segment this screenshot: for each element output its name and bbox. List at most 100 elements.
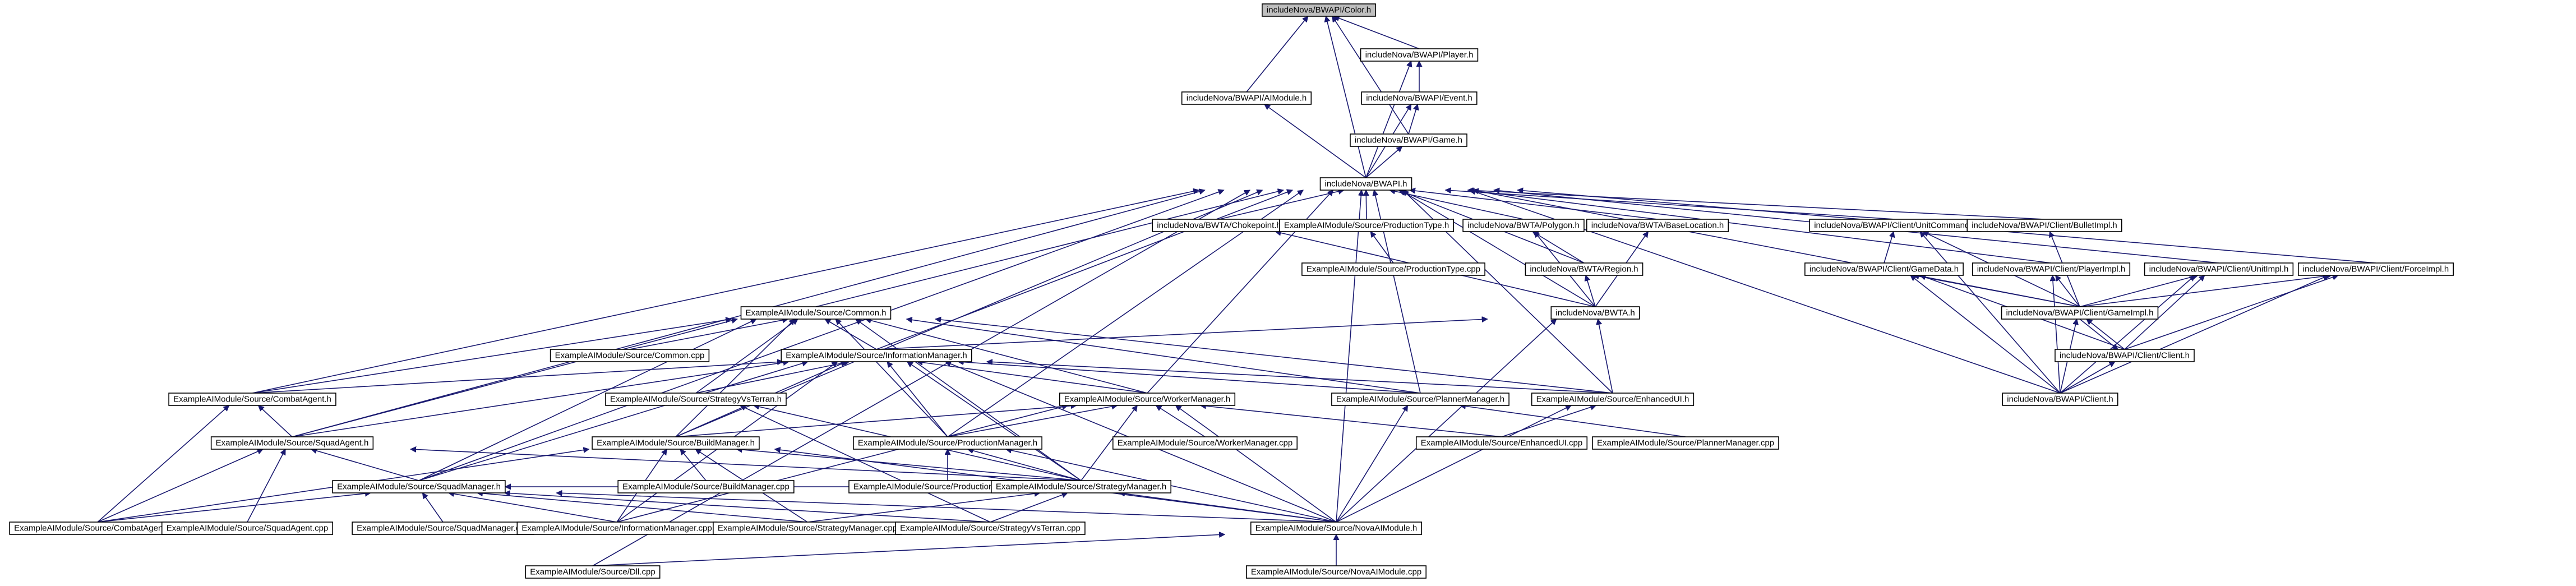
dependency-edge-prodtypecpp-to-prodtype — [1370, 232, 1394, 264]
node-label: includeNova/BWAPI/Client/ForceImpl.h — [2303, 265, 2449, 274]
graph-node-strategymgr[interactable]: ExampleAIModule/Source/StrategyManager.h — [991, 480, 1171, 493]
graph-node-workermgrcpp[interactable]: ExampleAIModule/Source/WorkerManager.cpp — [1112, 436, 1298, 450]
dependency-edge-prodmgr-to-workermgr — [947, 405, 1118, 437]
graph-node-strategyvstcpp[interactable]: ExampleAIModule/Source/StrategyVsTerran.… — [895, 522, 1086, 535]
graph-node-region[interactable]: includeNova/BWTA/Region.h — [1525, 262, 1644, 276]
dependency-edge-novaai-to-bwta — [1336, 319, 1557, 523]
graph-node-infomgr[interactable]: ExampleAIModule/Source/InformationManage… — [781, 349, 972, 362]
graph-node-bulletimpl[interactable]: includeNova/BWAPI/Client/BulletImpl.h — [1966, 219, 2122, 232]
node-label: ExampleAIModule/Source/Common.h — [746, 308, 887, 318]
dependency-edge-clientclient-to-unitimpl — [2124, 275, 2205, 350]
graph-node-chokepoint[interactable]: includeNova/BWTA/Chokepoint.h — [1152, 219, 1286, 232]
graph-node-workermgr[interactable]: ExampleAIModule/Source/WorkerManager.h — [1059, 393, 1236, 406]
node-label: ExampleAIModule/Source/PlannerManager.h — [1336, 395, 1504, 404]
node-box — [525, 565, 661, 579]
dependency-edge-buildmgr-to-workermgr — [675, 405, 1077, 437]
node-box — [991, 480, 1171, 493]
node-layer: includeNova/BWAPI/Color.h includeNova/BWA… — [9, 3, 2454, 579]
graph-node-polygon[interactable]: includeNova/BWTA/Polygon.h — [1462, 219, 1585, 232]
node-label: includeNova/BWAPI/Client/UnitImpl.h — [2149, 265, 2289, 274]
graph-node-event[interactable]: includeNova/BWAPI/Event.h — [1361, 91, 1478, 105]
graph-node-squadagent[interactable]: ExampleAIModule/Source/SquadAgent.h — [210, 436, 374, 450]
dependency-edge-bwta-to-bwapi — [1400, 190, 1596, 307]
graph-node-unitimpl[interactable]: includeNova/BWAPI/Client/UnitImpl.h — [2144, 262, 2294, 276]
dependency-edge-bwapiclient-to-gamedata — [1910, 275, 2061, 394]
graph-node-bwapi[interactable]: includeNova/BWAPI.h — [1319, 177, 1412, 191]
dependency-edge-bwapiclient-to-unitimpl — [2060, 275, 2195, 394]
graph-node-color[interactable]: includeNova/BWAPI/Color.h — [1262, 3, 1376, 17]
graph-node-enhanceduicpp[interactable]: ExampleAIModule/Source/EnhancedUI.cpp — [1415, 436, 1588, 450]
graph-node-squadmgr[interactable]: ExampleAIModule/Source/SquadManager.h — [332, 480, 506, 493]
node-box — [895, 522, 1086, 535]
graph-node-prodtype[interactable]: ExampleAIModule/Source/ProductionType.h — [1279, 219, 1454, 232]
edge-layer — [97, 16, 2376, 566]
graph-node-prodtypecpp[interactable]: ExampleAIModule/Source/ProductionType.cp… — [1301, 262, 1485, 276]
graph-node-dllcpp[interactable]: ExampleAIModule/Source/Dll.cpp — [525, 565, 661, 579]
graph-node-commoncpp[interactable]: ExampleAIModule/Source/Common.cpp — [550, 349, 710, 362]
node-label: ExampleAIModule/Source/StrategyManager.c… — [718, 524, 897, 533]
graph-node-game[interactable]: includeNova/BWAPI/Game.h — [1350, 133, 1467, 147]
graph-node-gamedata[interactable]: includeNova/BWAPI/Client/GameData.h — [1804, 262, 1964, 276]
graph-node-gameimpl[interactable]: includeNova/BWAPI/Client/GameImpl.h — [2001, 306, 2159, 320]
dependency-edge-playerimpl-to-bwapi — [1469, 190, 2052, 264]
dependency-edge-novaai-to-enhancedui — [1336, 405, 1571, 523]
dependency-edge-plannermgrcpp-to-plannermgr — [1460, 405, 1686, 437]
graph-node-bwapiclient[interactable]: includeNova/BWAPI/Client.h — [2002, 393, 2118, 406]
node-label: ExampleAIModule/Source/StrategyVsTerran.… — [900, 524, 1081, 533]
graph-node-common[interactable]: ExampleAIModule/Source/Common.h — [740, 306, 892, 320]
graph-node-combatagentcpp[interactable]: ExampleAIModule/Source/CombatAgent.cpp — [9, 522, 186, 535]
graph-node-squadmgrcpp[interactable]: ExampleAIModule/Source/SquadManager.cpp — [352, 522, 534, 535]
dependency-edge-combatagentcpp-to-squadmgr — [97, 493, 371, 523]
node-box — [1361, 91, 1478, 105]
graph-node-infomgrcpp[interactable]: ExampleAIModule/Source/InformationManage… — [516, 522, 717, 535]
graph-node-playerimpl[interactable]: includeNova/BWAPI/Client/PlayerImpl.h — [1972, 262, 2131, 276]
dependency-edge-squadmgr-to-squadagent — [311, 449, 419, 481]
dependency-edge-squadmgr-to-infomgr — [418, 362, 808, 481]
graph-node-bwta[interactable]: includeNova/BWTA.h — [1550, 306, 1640, 320]
dependency-edge-enhancedui-to-common — [935, 319, 1613, 394]
node-label: ExampleAIModule/Source/ProductionManager… — [858, 439, 1037, 448]
graph-node-unitcmd[interactable]: includeNova/BWAPI/Client/UnitCommand.h — [1809, 219, 1982, 232]
graph-node-plannermgrcpp[interactable]: ExampleAIModule/Source/PlannerManager.cp… — [1592, 436, 1779, 450]
dependency-edge-unitcmd-to-bwapi — [1446, 190, 1896, 220]
node-label: ExampleAIModule/Source/WorkerManager.cpp — [1118, 439, 1292, 448]
graph-node-enhancedui[interactable]: ExampleAIModule/Source/EnhancedUI.h — [1531, 393, 1695, 406]
node-box — [1350, 133, 1467, 147]
node-box — [1250, 522, 1423, 535]
graph-node-combatagent[interactable]: ExampleAIModule/Source/CombatAgent.h — [168, 393, 336, 406]
dependency-edge-gameimpl-to-playerimpl — [2056, 275, 2080, 307]
graph-node-novaai[interactable]: ExampleAIModule/Source/NovaAIModule.h — [1250, 522, 1423, 535]
graph-node-player[interactable]: includeNova/BWAPI/Player.h — [1360, 48, 1479, 62]
graph-node-buildmgr[interactable]: ExampleAIModule/Source/BuildManager.h — [592, 436, 760, 450]
graph-node-forceimpl[interactable]: includeNova/BWAPI/Client/ForceImpl.h — [2298, 262, 2454, 276]
graph-node-prodmgr[interactable]: ExampleAIModule/Source/ProductionManager… — [853, 436, 1042, 450]
dependency-edge-strategymgr-to-infomgr — [907, 361, 1082, 481]
node-box — [853, 436, 1042, 450]
graph-node-clientclient[interactable]: includeNova/BWAPI/Client/Client.h — [2055, 349, 2195, 362]
node-label: includeNova/BWAPI/Client.h — [2007, 395, 2113, 404]
dependency-edge-bulletimpl-to-bwapi — [1468, 190, 2045, 220]
node-box — [1279, 219, 1454, 232]
node-box — [2144, 262, 2294, 276]
graph-node-novaaicpp[interactable]: ExampleAIModule/Source/NovaAIModule.cpp — [1246, 565, 1427, 579]
graph-node-strategyvst[interactable]: ExampleAIModule/Source/StrategyVsTerran.… — [605, 393, 787, 406]
node-label: ExampleAIModule/Source/StrategyManager.h — [996, 482, 1166, 492]
node-label: ExampleAIModule/Source/BuildManager.h — [597, 439, 755, 448]
graph-node-baseloc[interactable]: includeNova/BWTA/BaseLocation.h — [1586, 219, 1729, 232]
node-box — [1181, 91, 1312, 105]
graph-node-strategymgrcpp[interactable]: ExampleAIModule/Source/StrategyManager.c… — [713, 522, 902, 535]
node-label: includeNova/BWAPI/Client/GameImpl.h — [2006, 308, 2154, 318]
dependency-edge-buildmgr-to-common — [675, 319, 795, 437]
node-label: ExampleAIModule/Source/EnhancedUI.cpp — [1421, 439, 1583, 448]
node-label: ExampleAIModule/Source/SquadManager.h — [337, 482, 501, 492]
dependency-edge-combatagent-to-bwapi — [252, 190, 1199, 394]
node-label: ExampleAIModule/Source/SquadAgent.h — [216, 439, 369, 448]
graph-node-squadagentcpp[interactable]: ExampleAIModule/Source/SquadAgent.cpp — [161, 522, 334, 535]
graph-node-aimodule[interactable]: includeNova/BWAPI/AIModule.h — [1181, 91, 1312, 105]
node-box — [1059, 393, 1236, 406]
node-box — [1586, 219, 1729, 232]
graph-node-plannermgr[interactable]: ExampleAIModule/Source/PlannerManager.h — [1331, 393, 1509, 406]
graph-node-buildmgrcpp[interactable]: ExampleAIModule/Source/BuildManager.cpp — [617, 480, 795, 493]
dependency-edge-dllcpp-to-novaai — [592, 534, 1225, 566]
